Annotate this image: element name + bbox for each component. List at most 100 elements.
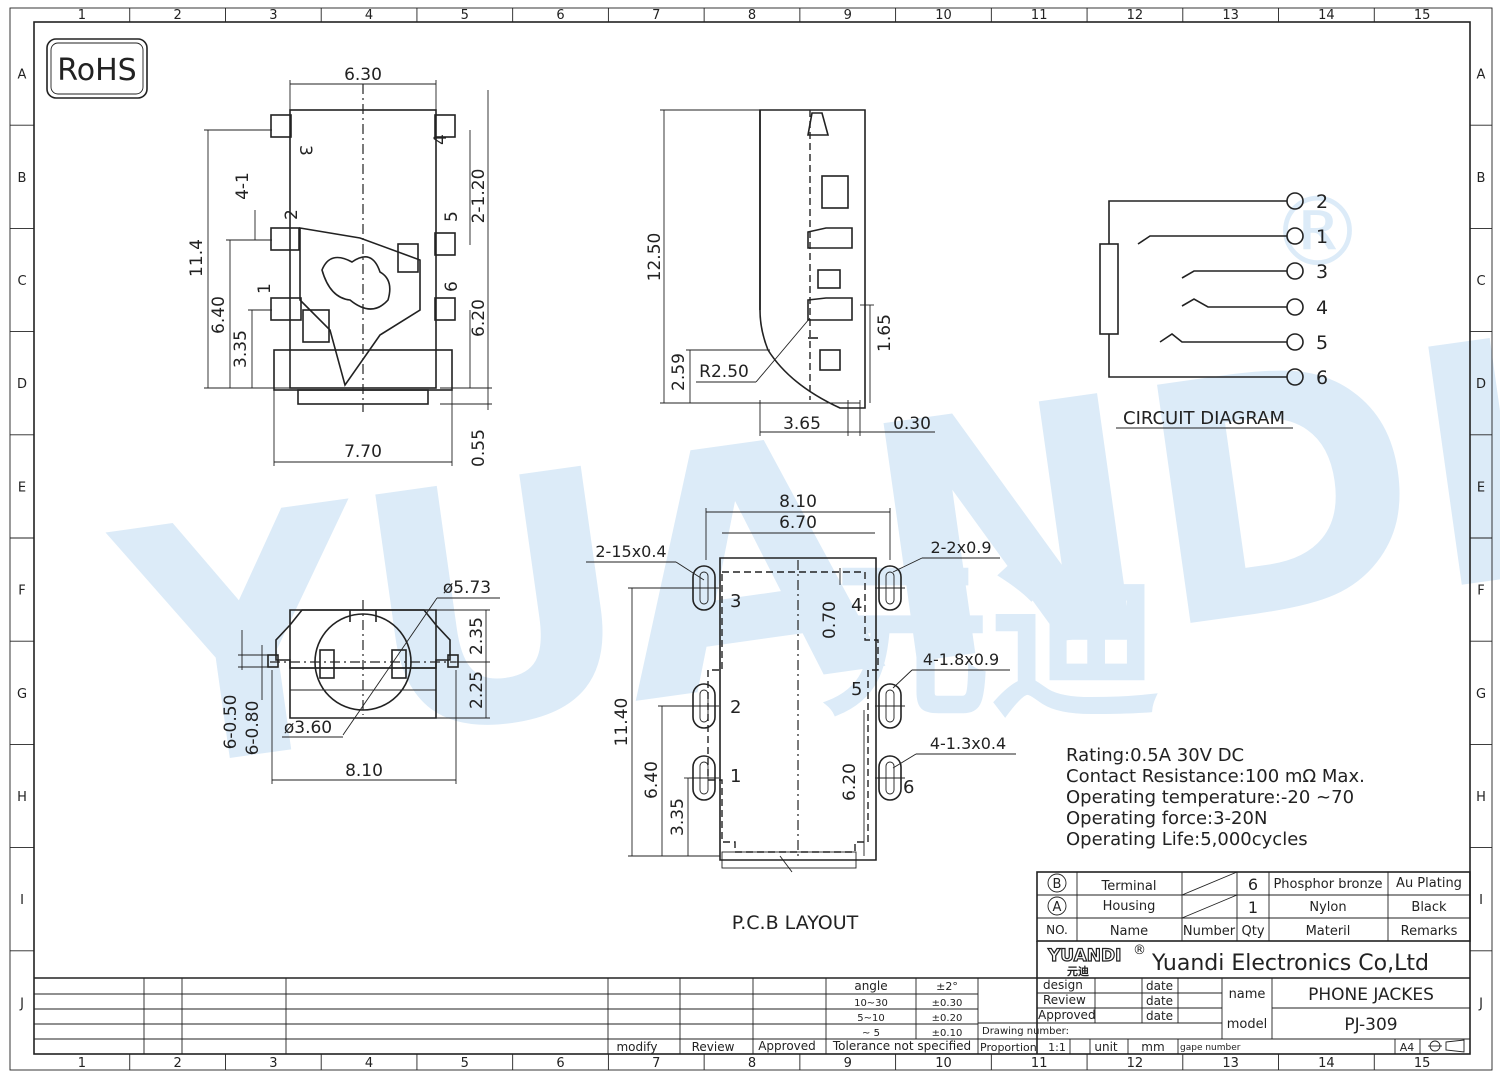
rohs-label: RoHS bbox=[57, 53, 136, 88]
tol-note: Tolerance not specified bbox=[832, 1039, 971, 1053]
dim-height: 11.4 bbox=[187, 239, 207, 277]
pin-label-5: 5 bbox=[442, 211, 462, 222]
dim-6-080: 6-0.80 bbox=[243, 701, 263, 756]
bom-id-a: A bbox=[1053, 900, 1062, 915]
col-number-bottom: 9 bbox=[844, 1056, 852, 1071]
row-letter-right: D bbox=[1476, 377, 1486, 392]
circuit-pin-6: 6 bbox=[1316, 367, 1328, 389]
col-number-top: 4 bbox=[365, 8, 373, 23]
front-view: ø5.73 ø3.60 2.35 2.25 6-0.50 6-0.80 8.10 bbox=[221, 578, 500, 784]
dim-365: 3.65 bbox=[783, 414, 821, 434]
company-name: Yuandi Electronics Co,Ltd bbox=[1151, 951, 1429, 976]
tol-range-3: ~ 5 bbox=[862, 1028, 880, 1039]
spec-rating: Rating:0.5A 30V DC bbox=[1066, 745, 1244, 766]
tol-range-1: 10~30 bbox=[854, 998, 888, 1009]
spec-temperature: Operating temperature:-20 ~70 bbox=[1066, 787, 1354, 808]
tb-proportion: Proportion bbox=[980, 1041, 1037, 1054]
row-letter-right: B bbox=[1477, 171, 1486, 186]
col-number-bottom: 14 bbox=[1318, 1056, 1335, 1071]
col-number-top: 13 bbox=[1222, 8, 1239, 23]
bom-header-number: Number bbox=[1183, 924, 1236, 939]
row-letter-left: H bbox=[17, 790, 27, 805]
dim-slot-a: 2-15x0.4 bbox=[595, 542, 666, 561]
pcb-pin-5: 5 bbox=[851, 679, 862, 700]
logo-registered: ® bbox=[1133, 943, 1146, 958]
col-number-bottom: 11 bbox=[1031, 1056, 1048, 1071]
company-logo: YUANDI bbox=[1047, 946, 1121, 966]
registered-mark: ® bbox=[1270, 178, 1365, 288]
dim-055: 0.55 bbox=[469, 429, 489, 467]
col-number-top: 7 bbox=[652, 8, 660, 23]
dim-front-width: 8.10 bbox=[345, 761, 383, 781]
tb-mm: mm bbox=[1141, 1040, 1164, 1054]
dim-pcb-inner: 6.70 bbox=[779, 513, 817, 533]
watermark-chinese: 元迪 bbox=[820, 543, 1160, 741]
circuit-diagram: 2 1 3 4 5 6 CIRCUIT DIAGRAM bbox=[1099, 191, 1328, 429]
row-letter-right: G bbox=[1476, 687, 1486, 702]
dim-225: 2.25 bbox=[467, 671, 487, 709]
pcb-pin-1: 1 bbox=[730, 766, 741, 787]
bom-remarks-terminal: Au Plating bbox=[1396, 876, 1462, 891]
col-number-bottom: 8 bbox=[748, 1056, 756, 1071]
bom-header-material: Materil bbox=[1306, 924, 1351, 939]
pin-label-2: 2 bbox=[282, 209, 302, 220]
bom-header-qty: Qty bbox=[1241, 924, 1264, 939]
row-letter-right: J bbox=[1478, 996, 1483, 1011]
bom-qty-terminal: 6 bbox=[1248, 875, 1258, 894]
col-number-top: 5 bbox=[461, 8, 469, 23]
dim-2-120: 2-1.20 bbox=[469, 169, 489, 224]
dim-top-width: 6.30 bbox=[344, 65, 382, 85]
dim-bottom-width: 7.70 bbox=[344, 442, 382, 462]
bom-qty-housing: 1 bbox=[1248, 898, 1258, 917]
col-number-top: 11 bbox=[1031, 8, 1048, 23]
col-number-bottom: 12 bbox=[1127, 1056, 1144, 1071]
row-letter-left: A bbox=[18, 68, 27, 83]
bom-table: B A Terminal Housing 6 1 Phosphor bronze… bbox=[1036, 871, 1471, 942]
row-letter-left: F bbox=[18, 584, 25, 599]
dim-235: 2.35 bbox=[467, 617, 487, 655]
tb-model-value: PJ-309 bbox=[1344, 1015, 1397, 1035]
col-number-top: 8 bbox=[748, 8, 756, 23]
bom-remarks-housing: Black bbox=[1411, 900, 1447, 915]
dim-slot-d: 4-1.3x0.4 bbox=[930, 734, 1006, 753]
tol-value-2: ±0.20 bbox=[932, 1013, 963, 1024]
tb-name-label: name bbox=[1229, 987, 1266, 1002]
tb-sheet-size: A4 bbox=[1400, 1041, 1415, 1054]
pcb-pin-4: 4 bbox=[851, 595, 862, 616]
tb-model-label: model bbox=[1227, 1017, 1267, 1032]
col-number-top: 10 bbox=[935, 8, 952, 23]
pin-label-6: 6 bbox=[442, 281, 462, 292]
col-number-top: 1 bbox=[78, 8, 86, 23]
pin-label-4: 4 bbox=[431, 134, 451, 145]
col-number-bottom: 1 bbox=[78, 1056, 86, 1071]
pcb-pin-2: 2 bbox=[730, 697, 741, 718]
tb-date-3: date bbox=[1146, 1009, 1173, 1023]
specifications: Rating:0.5A 30V DC Contact Resistance:10… bbox=[1066, 745, 1365, 850]
circuit-pin-4: 4 bbox=[1316, 297, 1328, 319]
dim-335: 3.35 bbox=[231, 330, 251, 368]
col-number-bottom: 5 bbox=[461, 1056, 469, 1071]
dim-620: 6.20 bbox=[469, 299, 489, 337]
rev-approved: Approved bbox=[758, 1039, 816, 1053]
row-letter-right: A bbox=[1477, 68, 1486, 83]
col-number-top: 2 bbox=[173, 8, 181, 23]
dim-slot-c: 4-1.8x0.9 bbox=[923, 650, 999, 669]
rev-modify: modify bbox=[616, 1040, 657, 1054]
spec-life: Operating Life:5,000cycles bbox=[1066, 829, 1308, 850]
dim-pcb-1140: 11.40 bbox=[612, 698, 632, 747]
dim-dia-inner: ø3.60 bbox=[284, 718, 332, 738]
title-block: angle ±2° 10~30 ±0.30 5~10 ±0.20 ~ 5 ±0.… bbox=[34, 940, 1470, 1054]
dim-slot-b: 2-2x0.9 bbox=[930, 538, 991, 557]
side-view: 6.30 7.70 11.4 6.40 3.35 4-1 2-1.20 6.20… bbox=[187, 65, 492, 467]
col-number-top: 6 bbox=[556, 8, 564, 23]
rohs-badge: RoHS bbox=[46, 38, 148, 99]
row-letter-right: C bbox=[1476, 274, 1485, 289]
dim-radius: R2.50 bbox=[699, 362, 749, 382]
tol-angle-value: ±2° bbox=[936, 980, 958, 993]
bom-name-terminal: Terminal bbox=[1101, 879, 1157, 894]
row-letter-right: I bbox=[1479, 893, 1483, 908]
col-number-top: 3 bbox=[269, 8, 277, 23]
bom-header-remarks: Remarks bbox=[1401, 924, 1458, 939]
circuit-pin-1: 1 bbox=[1316, 226, 1328, 248]
